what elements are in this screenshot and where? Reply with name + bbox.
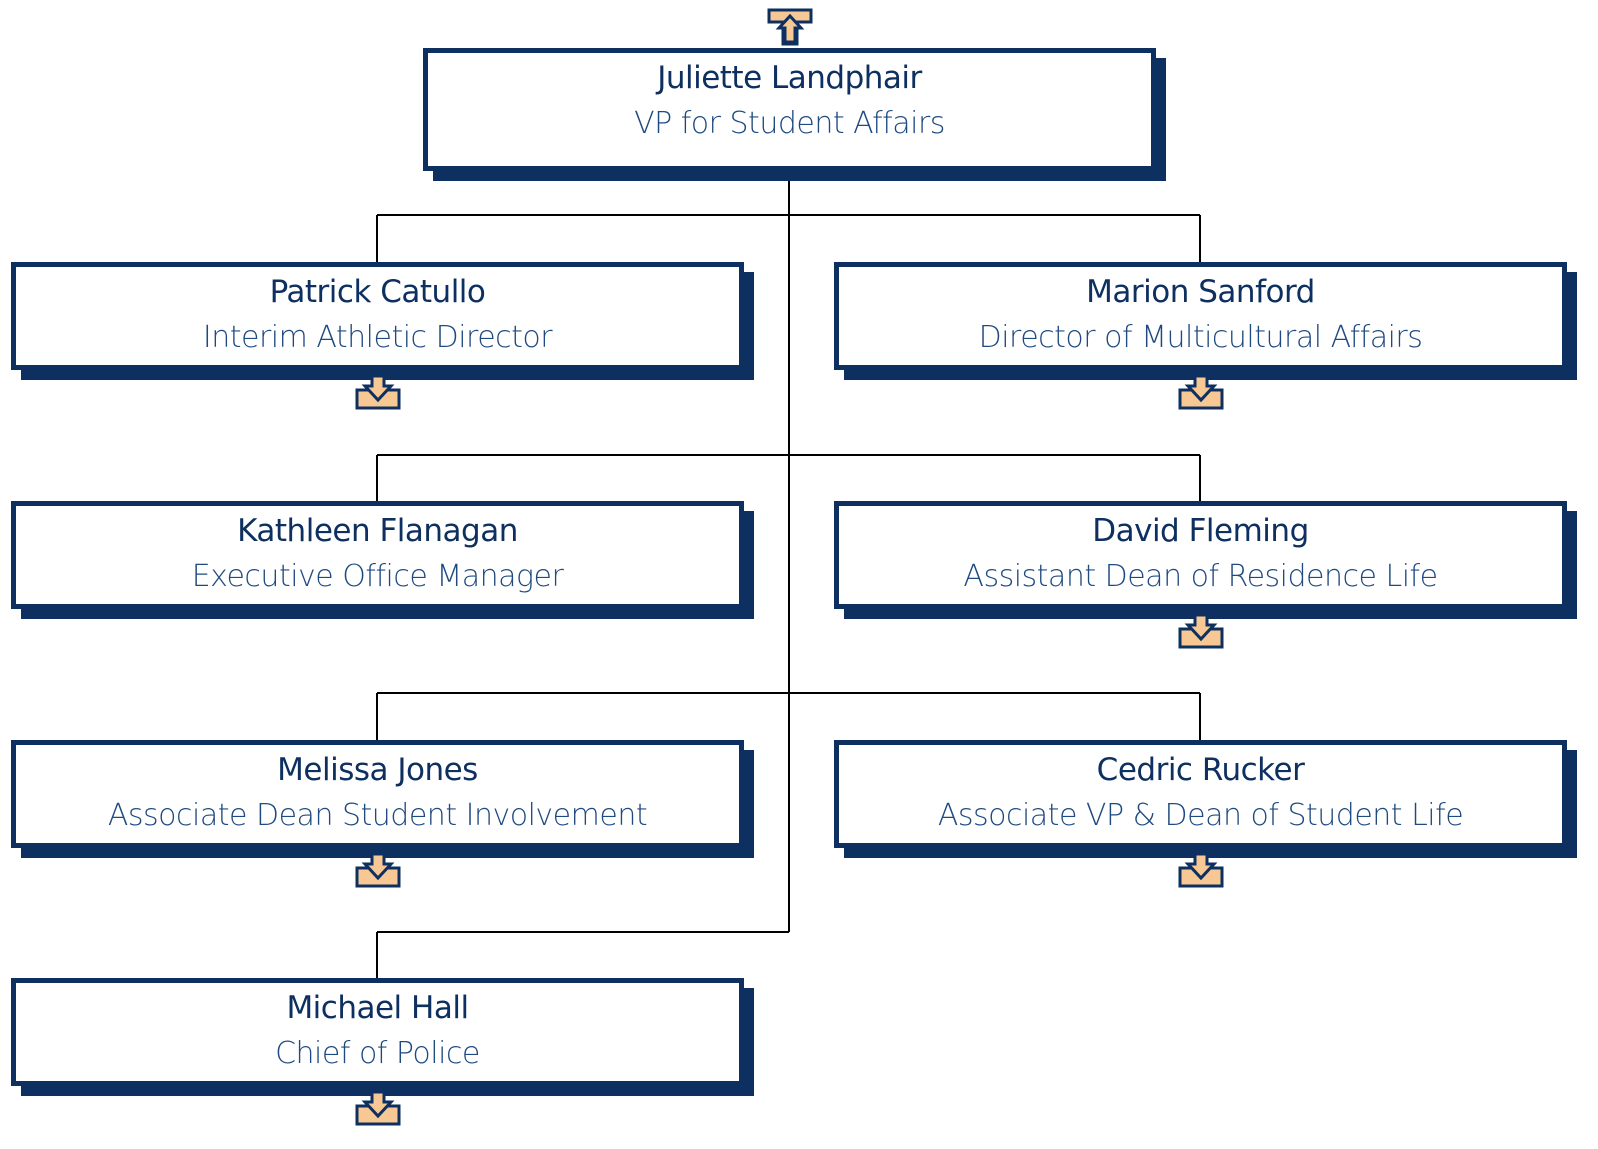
org-node-report[interactable]: Kathleen Flanagan Executive Office Manag… [11, 501, 744, 609]
expand-button[interactable] [355, 1090, 401, 1126]
navigate-up-icon [767, 8, 813, 46]
node-name: David Fleming [1092, 513, 1309, 549]
expand-button[interactable] [1178, 613, 1224, 649]
expand-button[interactable] [1178, 374, 1224, 410]
node-title: VP for Student Affairs [634, 106, 945, 141]
org-node-report[interactable]: Marion Sanford Director of Multicultural… [834, 262, 1567, 370]
expand-button[interactable] [1178, 852, 1224, 888]
node-title: Associate VP & Dean of Student Life [937, 798, 1464, 833]
expand-down-icon [355, 852, 401, 888]
expand-button[interactable] [355, 852, 401, 888]
node-name: Juliette Landphair [657, 60, 922, 96]
node-title: Director of Multicultural Affairs [978, 320, 1423, 355]
navigate-up-button[interactable] [767, 8, 813, 46]
node-title: Executive Office Manager [191, 559, 564, 594]
org-node-report[interactable]: Patrick Catullo Interim Athletic Directo… [11, 262, 744, 370]
expand-down-icon [355, 374, 401, 410]
node-name: Patrick Catullo [269, 274, 486, 310]
node-name: Melissa Jones [277, 752, 478, 788]
expand-down-icon [1178, 374, 1224, 410]
node-title: Assistant Dean of Residence Life [963, 559, 1438, 594]
org-node-report[interactable]: David Fleming Assistant Dean of Residenc… [834, 501, 1567, 609]
node-title: Chief of Police [275, 1036, 480, 1071]
org-node-root[interactable]: Juliette Landphair VP for Student Affair… [423, 48, 1156, 171]
node-title: Associate Dean Student Involvement [107, 798, 648, 833]
expand-down-icon [1178, 852, 1224, 888]
node-name: Marion Sanford [1086, 274, 1315, 310]
org-node-report[interactable]: Cedric Rucker Associate VP & Dean of Stu… [834, 740, 1567, 848]
expand-down-icon [1178, 613, 1224, 649]
org-node-report[interactable]: Melissa Jones Associate Dean Student Inv… [11, 740, 744, 848]
expand-button[interactable] [355, 374, 401, 410]
org-node-report[interactable]: Michael Hall Chief of Police [11, 978, 744, 1086]
node-name: Michael Hall [286, 990, 469, 1026]
node-name: Kathleen Flanagan [237, 513, 518, 549]
node-name: Cedric Rucker [1096, 752, 1305, 788]
expand-down-icon [355, 1090, 401, 1126]
node-title: Interim Athletic Director [202, 320, 553, 355]
